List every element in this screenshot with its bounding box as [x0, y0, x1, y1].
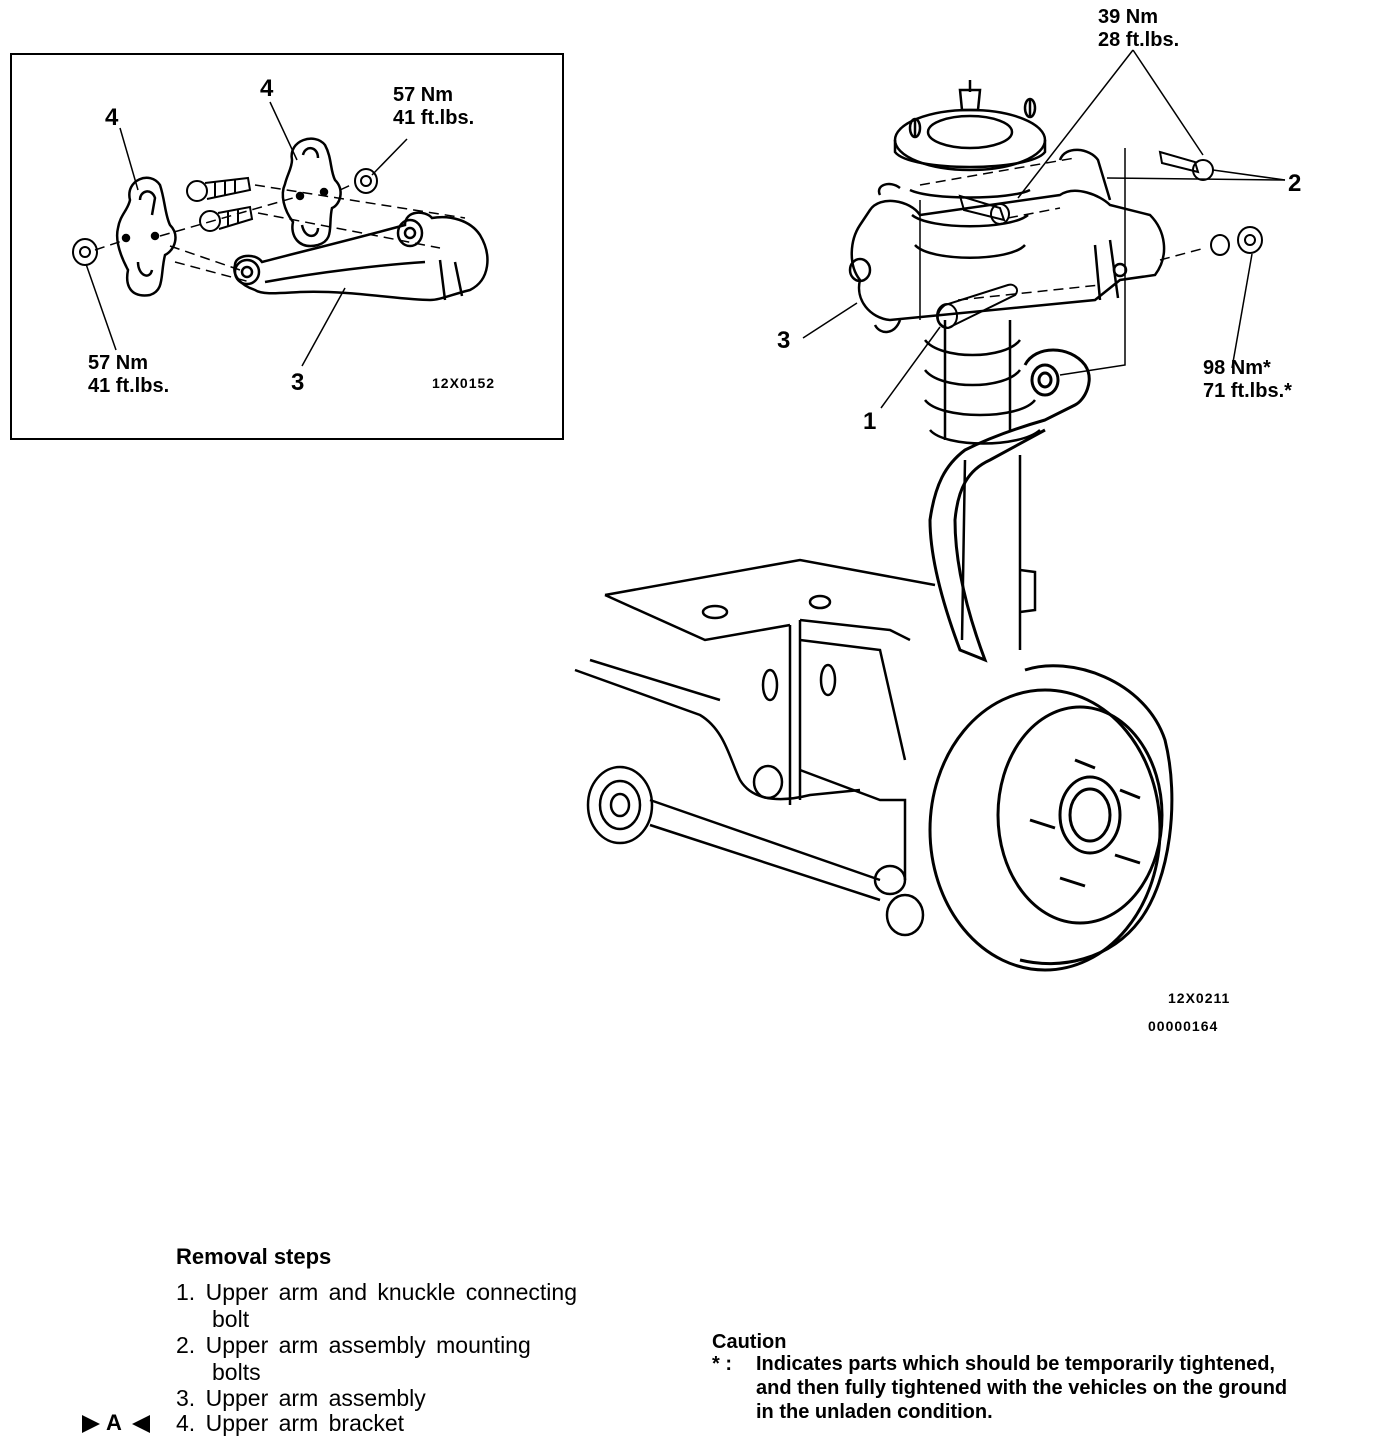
step-text: Upper arm and knuckle connecting [205, 1279, 577, 1305]
step-text: Upper arm assembly [205, 1385, 426, 1411]
main-torque-right-ftlb: 71 ft.lbs.* [1203, 380, 1292, 402]
main-dashed-lines [919, 157, 1206, 301]
inset-label-4-right: 4 [260, 75, 274, 102]
inset-torque-bottom-nm: 57 Nm [88, 352, 149, 374]
step-number: 4. [176, 1410, 196, 1436]
removal-step-3: 3. Upper arm assembly [176, 1385, 426, 1411]
main-torque-right: 98 Nm* 71 ft.lbs.* [1203, 357, 1292, 403]
upper-arm-main [848, 148, 1166, 334]
step-number: 2. [176, 1332, 196, 1358]
caution-line-2: and then fully tightened with the vehicl… [756, 1377, 1288, 1399]
step-number: 3. [176, 1385, 196, 1411]
caution-title: Caution [712, 1331, 787, 1353]
caution-text: Indicates parts which should be temporar… [756, 1352, 1371, 1424]
inset-leader-lines [85, 101, 408, 367]
main-thin-lines [919, 148, 1126, 376]
removal-step-2: 2. Upper arm assembly mounting [176, 1332, 531, 1358]
main-label-3: 3 [777, 327, 791, 354]
knuckle [928, 348, 1091, 663]
caution-line-3: in the unladen condition. [756, 1401, 993, 1423]
removal-step-1-cont: bolt [212, 1306, 250, 1332]
inset-torque-top-ftlb: 41 ft.lbs. [393, 107, 475, 129]
caution-symbol: * : [712, 1353, 732, 1375]
caution-line-1: Indicates parts which should be temporar… [756, 1353, 1275, 1375]
inset-torque-top-nm: 57 Nm [393, 84, 454, 106]
main-figure-code: 12X0211 [1168, 990, 1231, 1006]
main-torque-top-nm: 39 Nm [1098, 6, 1159, 28]
inset-upper-arm [233, 211, 489, 302]
main-torque-top-ftlb: 28 ft.lbs. [1098, 29, 1180, 51]
inset-figure-code: 12X0152 [432, 375, 496, 391]
removal-step-4: 4. Upper arm bracket [176, 1410, 404, 1436]
removal-step-1: 1. Upper arm and knuckle connecting [176, 1279, 577, 1305]
step-marker-a: A [106, 1410, 122, 1435]
inset-torque-bottom: 57 Nm 41 ft.lbs. [88, 352, 169, 398]
shock-absorber [943, 320, 1037, 650]
main-leader-lines [802, 49, 1286, 409]
main-doc-code: 00000164 [1148, 1018, 1219, 1034]
main-torque-top: 39 Nm 28 ft.lbs. [1098, 6, 1179, 52]
inset-bracket-left [115, 176, 177, 297]
inset-diagram [10, 53, 564, 440]
bolts-main [936, 150, 1263, 330]
inset-bracket-right [281, 137, 342, 248]
arrow-marker [82, 1415, 150, 1433]
main-label-1: 1 [863, 408, 877, 435]
inset-label-3: 3 [291, 369, 305, 396]
brake-drum [928, 664, 1174, 972]
inset-dashed-lines [94, 182, 466, 283]
inset-bolts [186, 176, 254, 232]
removal-steps-title: Removal steps [176, 1244, 332, 1269]
lower-arm [586, 764, 925, 937]
main-torque-right-nm: 98 Nm* [1203, 357, 1271, 379]
main-label-2: 2 [1288, 170, 1302, 197]
inset-torque-top: 57 Nm 41 ft.lbs. [393, 84, 474, 130]
removal-step-2-cont: bolts [212, 1359, 261, 1385]
step-text: Upper arm assembly mounting [205, 1332, 531, 1358]
crossmember [574, 558, 936, 805]
step-text: Upper arm bracket [205, 1410, 405, 1436]
coil-spring [909, 188, 1041, 445]
inset-label-4-left: 4 [105, 104, 119, 131]
step-number: 1. [176, 1279, 196, 1305]
inset-torque-bottom-ftlb: 41 ft.lbs. [88, 375, 170, 397]
strut-mount [893, 80, 1047, 172]
inset-nuts [72, 168, 378, 266]
